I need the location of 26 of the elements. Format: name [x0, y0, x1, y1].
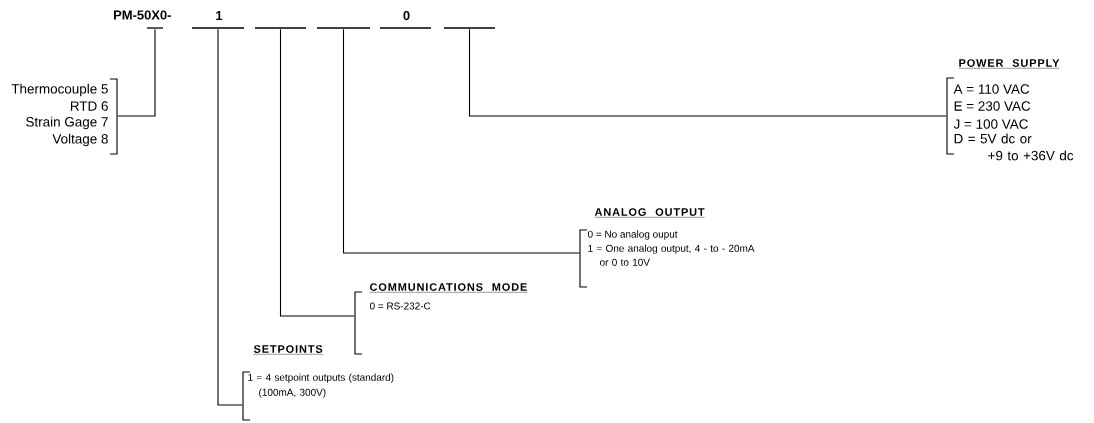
option-text: Voltage 8	[52, 133, 108, 147]
section-heading: POWER SUPPLY	[958, 59, 1060, 69]
option-text: 1 = One analog output, 4 - to - 20mA or 0 to 10V	[588, 244, 755, 266]
code-prefix: PM-50X0-	[114, 10, 171, 20]
option-text: D = 5V dc or +9 to +36V dc	[954, 133, 1074, 161]
connector-line	[468, 28, 947, 117]
section-heading: ANALOG OUTPUT	[594, 208, 705, 218]
option-text: Strain Gage 7	[26, 116, 108, 130]
node-label: 0	[403, 10, 410, 21]
option-text: 0 = RS-232-C	[369, 302, 431, 310]
option-text: A = 110 VAC	[953, 84, 1030, 94]
section-heading: SETPOINTS	[253, 345, 323, 355]
option-text: 1 = 4 setpoint outputs (standard) (100mA, 300V)	[248, 373, 394, 398]
connector-line	[279, 28, 355, 317]
option-text: 0 = No analog ouput	[587, 230, 678, 240]
option-text: E = 230 VAC	[954, 101, 1031, 111]
option-text: Thermocouple 5	[11, 83, 108, 97]
option-text: J = 100 VAC	[953, 119, 1028, 129]
option-text: RTD 6	[70, 101, 108, 111]
connector-line	[342, 28, 580, 254]
node-label: 1	[216, 11, 223, 20]
code-slot: 1	[192, 11, 244, 29]
connector-line	[117, 28, 156, 117]
connector-line	[217, 28, 243, 406]
code-slot: 0	[380, 10, 431, 29]
section-heading: COMMUNICATIONS MODE	[369, 283, 528, 293]
